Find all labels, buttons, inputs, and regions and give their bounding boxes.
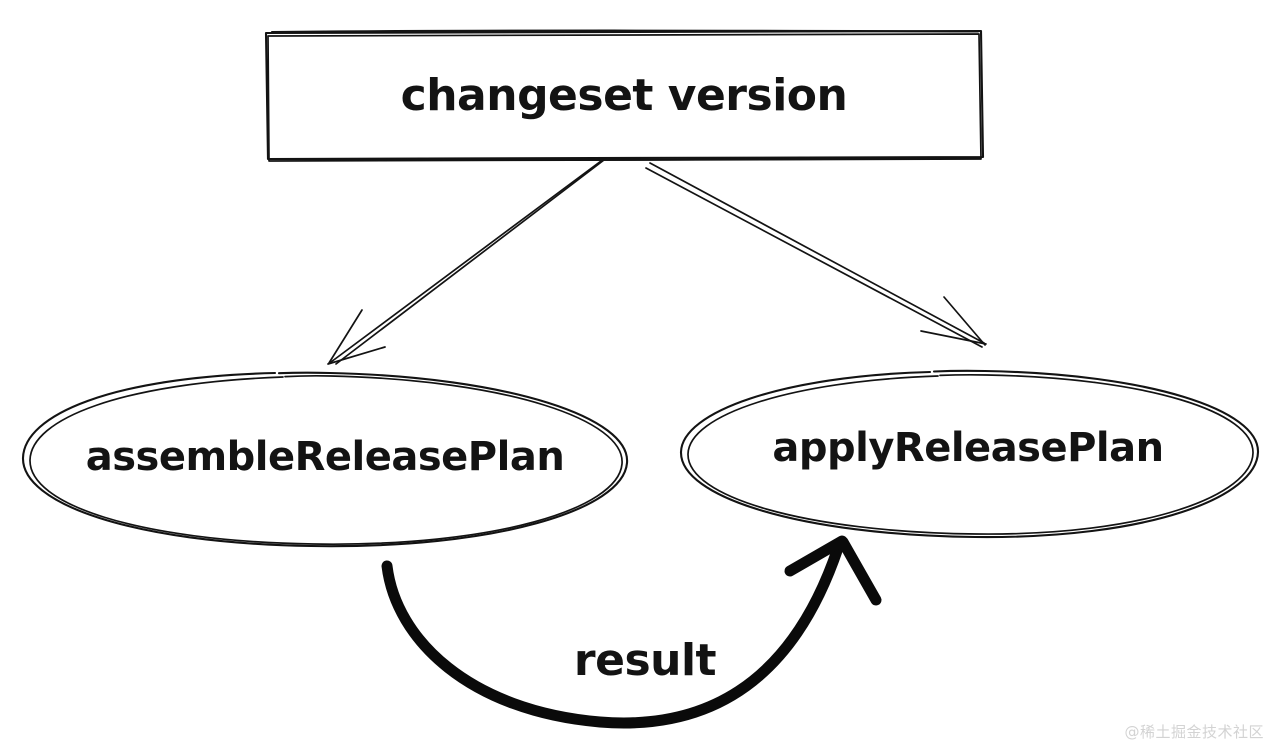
edge-line-stroke-2: [335, 159, 605, 365]
node-label-assemble-release-plan: assembleReleasePlan: [86, 434, 565, 480]
arrowhead-stroke-lower: [920, 330, 987, 345]
rect-edge-top-accent: [270, 29, 980, 34]
node-assemble-release-plan[interactable]: assembleReleasePlan: [21, 371, 629, 548]
arrowhead-stroke-upper: [328, 309, 363, 364]
edge-label-result: result: [574, 635, 717, 686]
edge-box-to-assemble[interactable]: [327, 159, 605, 365]
ellipse-outline-stroke-1: [21, 371, 629, 548]
edge-line-stroke-1: [330, 160, 602, 363]
watermark: @稀土掘金技术社区: [1124, 723, 1264, 741]
ellipse-outline-stroke-2: [687, 373, 1254, 535]
result-arrowhead-left: [784, 535, 848, 577]
edge-line-stroke-2: [645, 167, 983, 348]
node-label-apply-release-plan: applyReleasePlan: [772, 425, 1163, 471]
rect-outline-stroke-2: [267, 33, 982, 162]
edge-line-stroke-1: [649, 162, 985, 344]
ellipse-outline-stroke-2: [29, 374, 623, 545]
rect-edge-bottom-accent: [270, 156, 982, 161]
node-label-changeset-version: changeset version: [401, 70, 848, 121]
result-curve: [381, 542, 844, 729]
edge-box-to-apply[interactable]: [645, 162, 987, 348]
node-apply-release-plan[interactable]: applyReleasePlan: [679, 369, 1260, 539]
edge-assemble-to-apply-result[interactable]: [381, 535, 882, 729]
arrowhead-stroke-lower: [327, 346, 386, 365]
node-changeset-version[interactable]: changeset version: [264, 29, 985, 162]
arrowhead-stroke-upper: [943, 296, 986, 346]
result-arrowhead-right: [837, 536, 882, 606]
ellipse-outline-stroke-1: [679, 369, 1260, 539]
